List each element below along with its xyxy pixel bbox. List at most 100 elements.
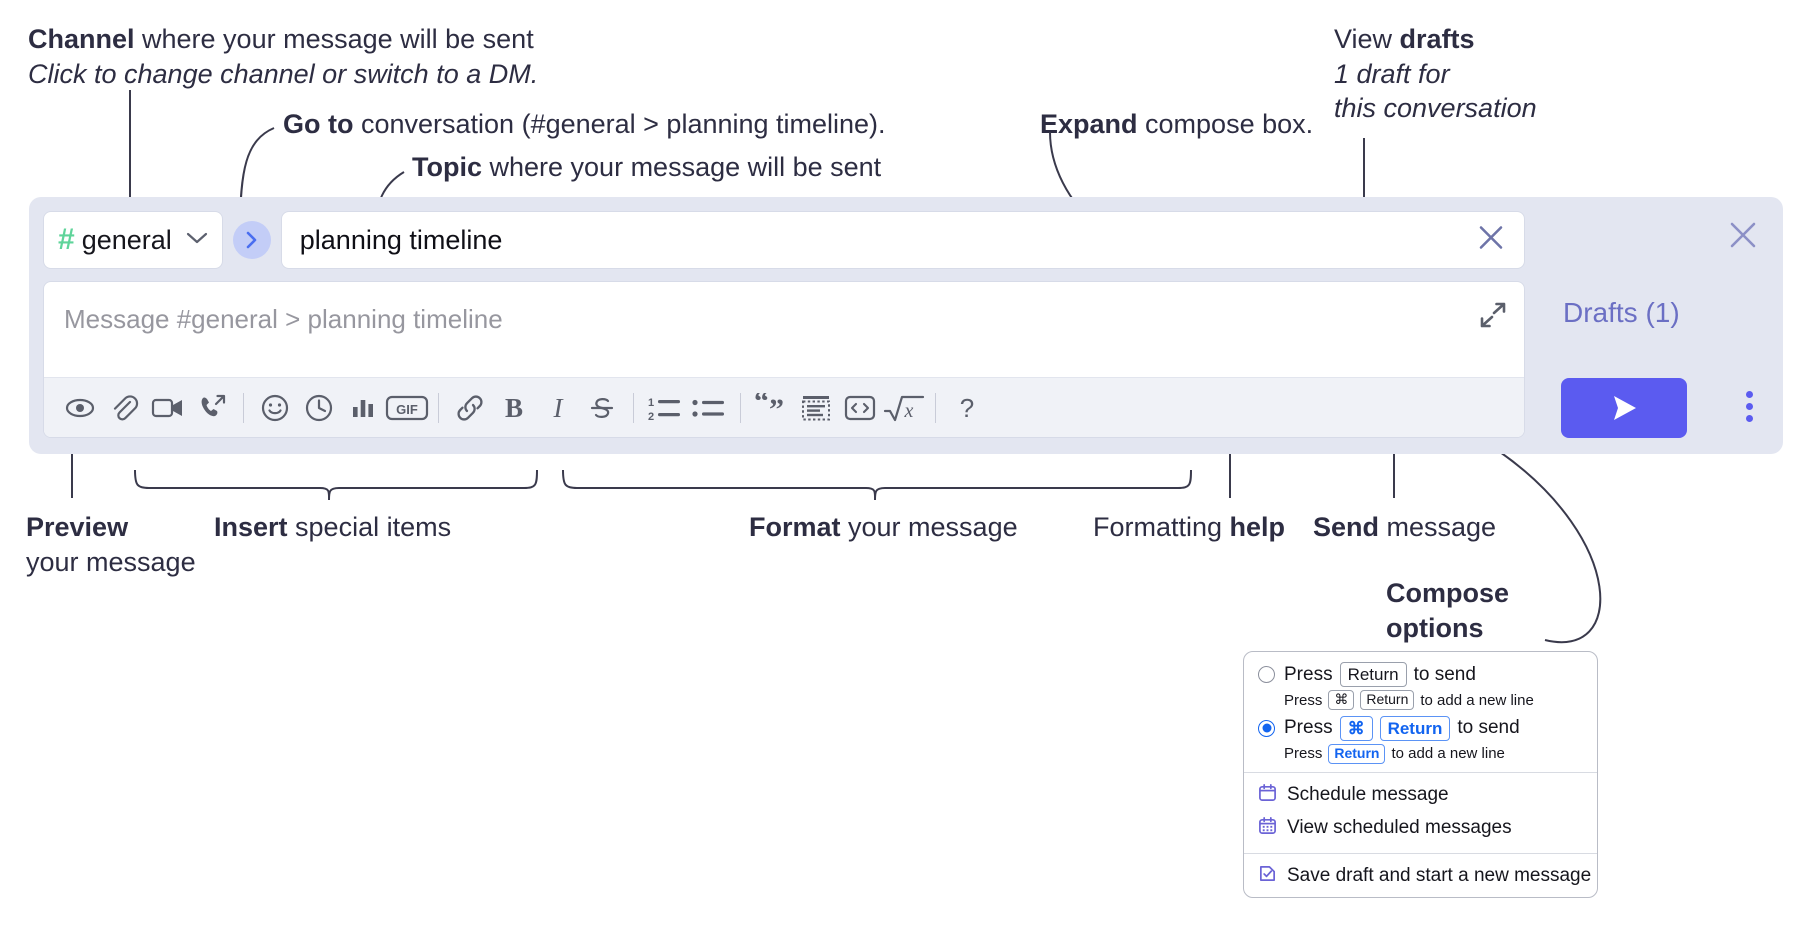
compose-header-row: # general planning timeline xyxy=(43,211,1525,269)
expand-icon[interactable] xyxy=(1478,300,1508,335)
annotation-help-plain: Formatting xyxy=(1093,512,1230,542)
key-return: Return xyxy=(1328,744,1386,764)
annotation-insert-bold: Insert xyxy=(214,512,288,542)
clock-icon[interactable] xyxy=(297,386,341,430)
calendar-view-icon xyxy=(1258,816,1277,841)
radio-cmd-return-to-send[interactable] xyxy=(1258,719,1275,737)
blockquote-icon[interactable]: “” xyxy=(750,386,794,430)
audio-call-icon[interactable] xyxy=(190,386,234,430)
menu-item-schedule-message[interactable]: Schedule message xyxy=(1244,779,1597,812)
annotation-preview-line2: your message xyxy=(26,546,196,577)
annotation-channel-italic: Click to change channel or switch to a D… xyxy=(28,58,539,89)
annotation-topic-rest: where your message will be sent xyxy=(482,152,882,182)
video-icon[interactable] xyxy=(146,386,190,430)
save-draft-icon xyxy=(1258,864,1277,889)
svg-text:”: ” xyxy=(769,393,784,423)
option2-sub-pre: Press xyxy=(1284,745,1323,763)
svg-text:?: ? xyxy=(960,393,974,423)
topic-input-value: planning timeline xyxy=(299,224,503,255)
annotation-drafts: View drafts 1 draft for this conversatio… xyxy=(1334,22,1537,126)
annotation-goto-bold: Go to xyxy=(283,109,354,139)
poll-icon[interactable] xyxy=(341,386,385,430)
menu-divider xyxy=(1244,771,1597,773)
send-icon xyxy=(1614,396,1636,420)
go-to-conversation-button[interactable] xyxy=(232,221,271,259)
option2-pre: Press xyxy=(1284,717,1333,739)
menu-item-view-scheduled-messages[interactable]: View scheduled messages xyxy=(1244,812,1597,845)
svg-text:GIF: GIF xyxy=(396,402,418,417)
annotation-drafts-plain: View xyxy=(1334,24,1400,54)
preview-icon[interactable] xyxy=(58,386,102,430)
bulleted-list-icon[interactable] xyxy=(687,386,731,430)
annotation-format: Format your message xyxy=(749,510,1018,545)
toolbar-separator xyxy=(935,392,936,423)
hash-icon: # xyxy=(58,223,75,256)
channel-name-label: general xyxy=(81,224,172,255)
italic-icon[interactable]: I xyxy=(536,386,580,430)
option2-sub-post: to add a new line xyxy=(1391,745,1505,763)
svg-text:B: B xyxy=(505,393,523,423)
send-button[interactable] xyxy=(1561,378,1687,438)
close-icon[interactable] xyxy=(1723,215,1763,260)
menu-option-cmd-return-to-send[interactable]: Press ⌘ Return to send xyxy=(1244,714,1597,741)
annotation-send-bold: Send xyxy=(1313,512,1380,542)
kebab-dot xyxy=(1746,415,1753,422)
annotation-compose-options-line2: options xyxy=(1386,612,1484,643)
compose-main-column: # general planning timeline Message #gen… xyxy=(43,211,1525,440)
inline-code-icon[interactable] xyxy=(838,386,882,430)
kebab-dot xyxy=(1746,403,1753,410)
chevron-down-icon xyxy=(186,231,208,250)
annotation-compose-options-line1: Compose xyxy=(1386,578,1510,608)
option1-sub-pre: Press xyxy=(1284,691,1323,709)
compose-options-button[interactable] xyxy=(1746,391,1753,422)
annotation-send: Send message xyxy=(1313,510,1496,545)
radio-return-to-send[interactable] xyxy=(1258,666,1275,684)
menu-option-return-to-send[interactable]: Press Return to send xyxy=(1244,660,1597,688)
toolbar-separator xyxy=(633,392,634,423)
annotation-drafts-line3: this conversation xyxy=(1334,93,1537,124)
key-command: ⌘ xyxy=(1339,715,1373,741)
annotation-goto-rest: conversation (#general > planning timeli… xyxy=(353,109,886,139)
option2-post: to send xyxy=(1457,717,1520,739)
menu-option-cmd-return-hint: Press Return to add a new line xyxy=(1244,744,1597,764)
svg-text:“: “ xyxy=(754,393,769,418)
drafts-link[interactable]: Drafts (1) xyxy=(1563,297,1680,328)
bold-icon[interactable]: B xyxy=(492,386,536,430)
calendar-schedule-icon xyxy=(1258,783,1277,808)
message-input-box[interactable]: Message #general > planning timeline xyxy=(43,281,1525,438)
annotation-preview: Preview your message xyxy=(26,510,196,579)
link-icon[interactable] xyxy=(448,386,492,430)
emoji-icon[interactable] xyxy=(253,386,297,430)
key-return: Return xyxy=(1339,662,1407,688)
annotation-help: Formatting help xyxy=(1093,510,1285,545)
annotation-preview-bold: Preview xyxy=(26,512,129,542)
svg-text:I: I xyxy=(553,393,565,423)
toolbar-separator xyxy=(740,392,741,423)
annotation-channel: Channel where your message will be sent … xyxy=(28,22,538,91)
attachment-icon[interactable] xyxy=(102,386,146,430)
help-icon[interactable]: ? xyxy=(945,386,989,430)
annotation-topic-bold: Topic xyxy=(412,152,482,182)
code-block-icon[interactable] xyxy=(794,386,838,430)
annotation-expand: Expand compose box. xyxy=(1040,107,1313,142)
channel-selector[interactable]: # general xyxy=(43,211,223,269)
annotation-drafts-bold: drafts xyxy=(1399,24,1475,54)
menu-item-save-draft-label: Save draft and start a new message xyxy=(1287,865,1592,886)
annotation-format-rest: your message xyxy=(840,512,1018,542)
annotation-topic: Topic where your message will be sent xyxy=(412,150,881,185)
gif-icon[interactable]: GIF xyxy=(385,386,429,430)
key-return: Return xyxy=(1360,690,1415,710)
topic-input[interactable]: planning timeline xyxy=(280,211,1525,269)
annotation-drafts-line2: 1 draft for xyxy=(1334,58,1450,89)
annotation-insert-rest: special items xyxy=(287,512,452,542)
annotation-help-bold: help xyxy=(1229,512,1286,542)
latex-icon[interactable]: x xyxy=(882,386,926,430)
menu-item-save-draft[interactable]: Save draft and start a new message xyxy=(1244,860,1597,893)
key-command: ⌘ xyxy=(1328,690,1355,710)
annotation-expand-bold: Expand xyxy=(1040,109,1138,139)
strikethrough-icon[interactable] xyxy=(580,386,624,430)
clear-topic-icon[interactable] xyxy=(1474,221,1508,260)
menu-item-schedule-message-label: Schedule message xyxy=(1287,784,1449,805)
